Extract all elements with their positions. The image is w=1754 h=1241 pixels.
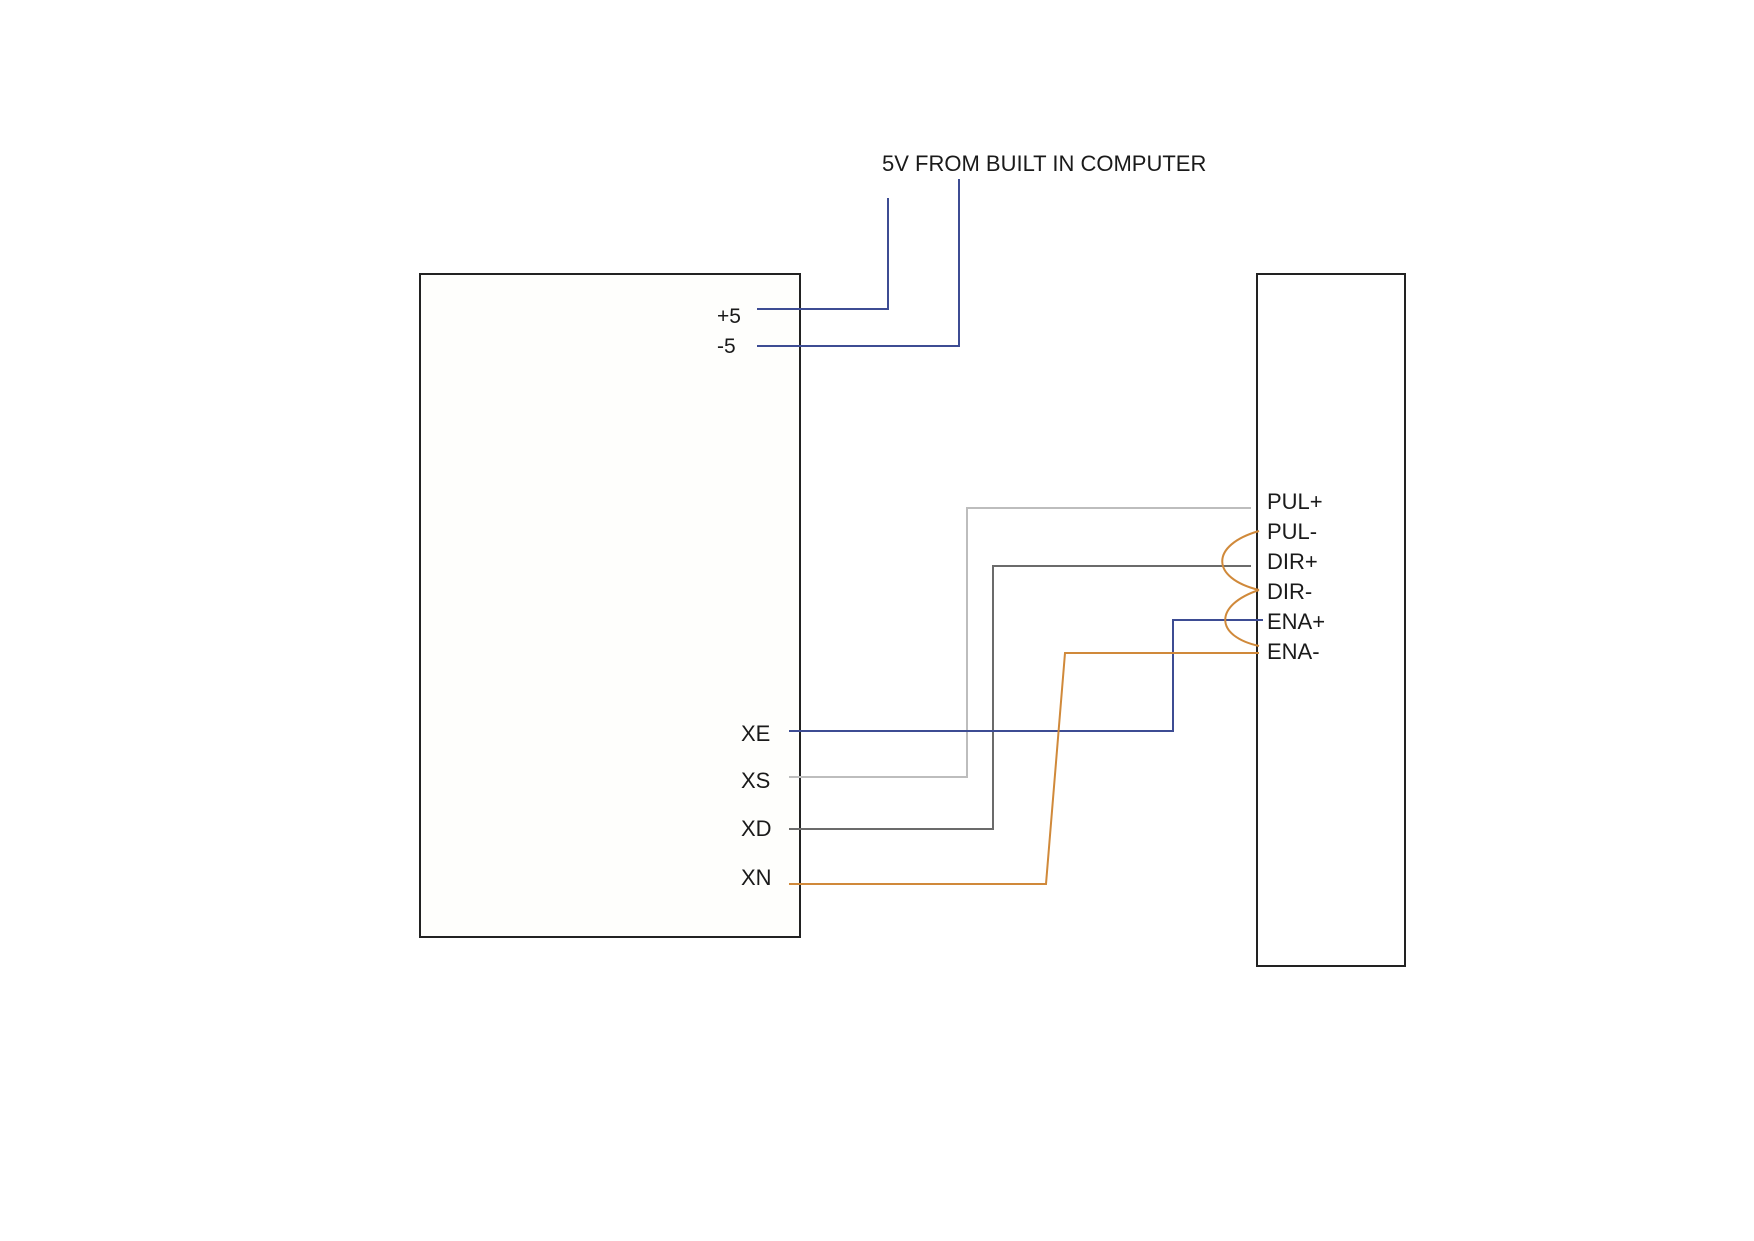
pin-label-xs: XS [741,768,770,793]
jumper-pul-minus-dir-minus [1221,530,1260,591]
pin-label-pul-plus: PUL+ [1267,489,1323,514]
driver-box [1256,273,1406,967]
pin-label-plus5: +5 [717,305,741,328]
wire-plus5 [757,198,889,310]
pin-label-xd: XD [741,816,772,841]
controller-box [419,273,801,938]
pin-label-ena-minus: ENA- [1267,639,1320,664]
pin-label-dir-minus: DIR- [1267,579,1312,604]
wire-minus5 [757,179,960,347]
pin-label-ena-plus: ENA+ [1267,609,1325,634]
pin-label-minus5: -5 [717,335,736,358]
power-source-label: 5V FROM BUILT IN COMPUTER [882,151,1206,176]
pin-label-dir-plus: DIR+ [1267,549,1318,574]
wire-xe-ena-plus [789,619,1263,732]
pin-label-xe: XE [741,721,770,746]
pin-label-pul-minus: PUL- [1267,519,1317,544]
jumper-dir-minus-ena-minus [1224,589,1260,647]
wire-xd-dir-plus [789,565,1251,830]
wire-xn-ena-minus [789,652,1259,885]
wire-xs-pul-plus [789,507,1251,778]
pin-label-xn: XN [741,865,772,890]
